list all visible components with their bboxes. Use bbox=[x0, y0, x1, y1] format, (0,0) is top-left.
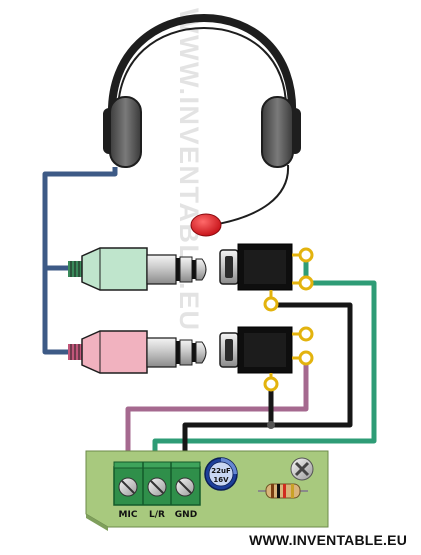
terminal-label-gnd: GND bbox=[175, 510, 197, 520]
audio-plug-icon bbox=[68, 330, 207, 374]
audio-plug-icon bbox=[68, 247, 207, 291]
terminal-screw bbox=[118, 477, 138, 497]
right-earcup bbox=[261, 96, 301, 168]
wire-junction bbox=[267, 421, 275, 429]
terminal-screw bbox=[147, 477, 167, 497]
terminal-screw bbox=[175, 477, 195, 497]
resistor-icon bbox=[258, 483, 308, 499]
terminal-label-lr: L/R bbox=[149, 510, 165, 520]
wire-black bbox=[182, 302, 353, 470]
terminal-label-mic: MIC bbox=[119, 510, 138, 520]
headset-icon bbox=[103, 13, 301, 237]
footer-url: WWW.INVENTABLE.EU bbox=[249, 532, 407, 548]
watermark: WWW.INVENTABLE.EU bbox=[174, 8, 204, 331]
capacitor-value: 22uF bbox=[211, 467, 231, 475]
left-earcup bbox=[103, 96, 142, 168]
mounting-screw-icon bbox=[290, 457, 314, 481]
watermark-text: WWW.INVENTABLE.EU bbox=[174, 8, 204, 331]
screw-terminal-icon bbox=[113, 461, 201, 506]
capacitor-voltage: 16V bbox=[213, 476, 229, 484]
capacitor-icon: 22uF 16V bbox=[204, 457, 238, 491]
audio-jack-icon bbox=[219, 326, 314, 392]
mic-capsule bbox=[190, 213, 222, 237]
headset-cable bbox=[42, 167, 118, 355]
wire-mauve bbox=[125, 358, 309, 470]
audio-jack-icon bbox=[219, 243, 314, 312]
